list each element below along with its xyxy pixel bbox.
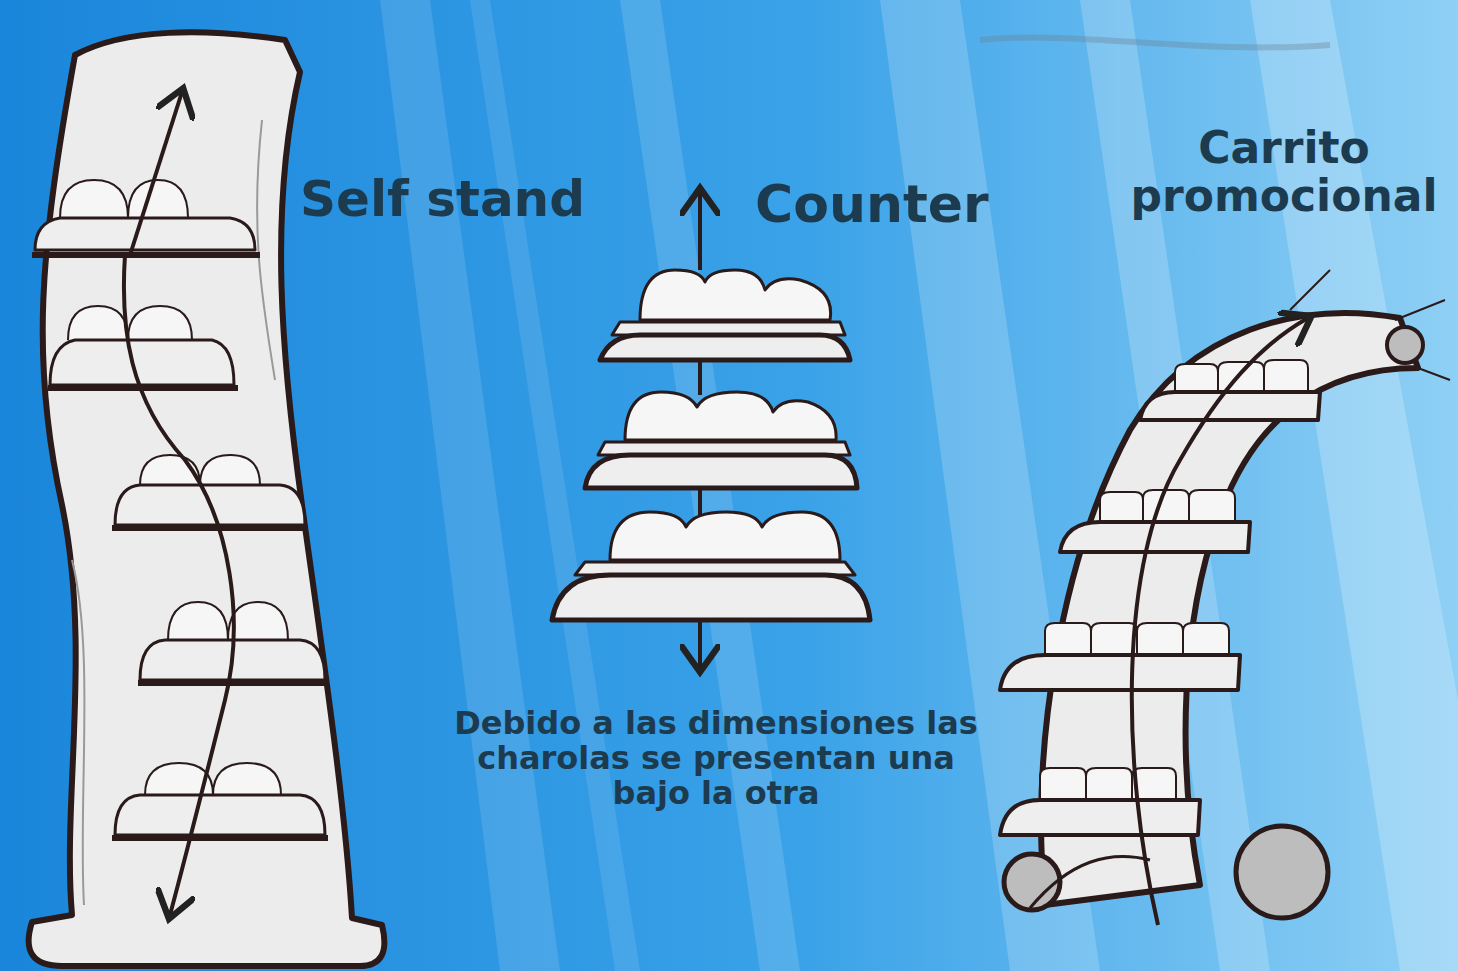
stand-title: Self stand xyxy=(300,172,660,227)
counter-sketch xyxy=(552,192,870,668)
cart-title: Carrito promocional xyxy=(1124,124,1444,221)
promo-cart-sketch xyxy=(1000,270,1450,925)
design-note: Debido a las dimensiones las charolas se… xyxy=(446,706,986,812)
counter-title: Counter xyxy=(755,176,1055,233)
